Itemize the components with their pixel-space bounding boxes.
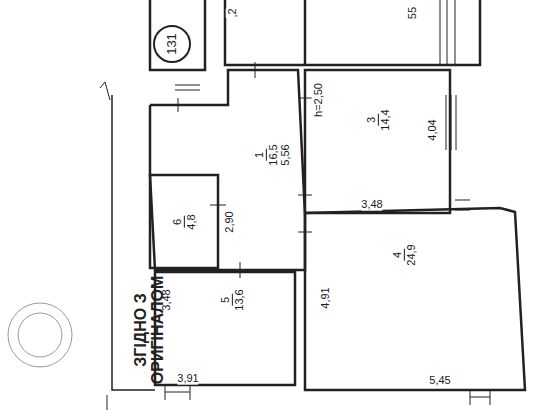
dimension-label: 3,91 (177, 372, 198, 385)
room-number: 1 (253, 149, 267, 161)
room-number: 4 (391, 249, 405, 261)
room-area-value: 24,9 (405, 241, 418, 268)
dimension-label: 2,90 (223, 211, 236, 232)
room-fraction: 64,8 (171, 211, 197, 232)
dimension-label: h=2,50 (312, 83, 325, 117)
room-area: 314,4 (307, 72, 447, 211)
room-label: 131 (165, 33, 180, 55)
room-area: 64,8 (152, 177, 216, 266)
room-label: 424,9 (391, 241, 417, 268)
room-label: 314,4 (365, 106, 391, 133)
certification-stamp-text: ЗГІДНО З ОРИГІНАЛОМ (133, 265, 167, 395)
dimension-label: 5,45 (429, 374, 450, 387)
room-label: 116,5 (253, 141, 279, 168)
room-area-value: 14,4 (379, 106, 392, 133)
room-area: 513,6 (157, 274, 293, 383)
room-label: 64,8 (171, 211, 197, 232)
dimension-label: ,2 (226, 8, 239, 17)
room-label: 513,6 (219, 286, 245, 313)
room-area-value: 16,5 (267, 141, 280, 168)
dimension-label: 3,48 (361, 198, 382, 211)
room-area: 116,5 (228, 72, 300, 267)
room-fraction: 424,9 (391, 241, 417, 268)
room-fraction: 513,6 (219, 286, 245, 313)
apartment-number: 131 (164, 33, 179, 55)
dimension-label: 4,91 (319, 287, 332, 308)
room-area: 424,9 (307, 215, 517, 388)
dimension-label: 4,04 (426, 119, 439, 140)
room-number: 5 (219, 294, 233, 306)
apartment-number-circle: 131 (153, 25, 191, 63)
dimension-label: 55 (406, 7, 419, 19)
room-area-value: 4,8 (185, 211, 198, 232)
room-area-value: 13,6 (233, 286, 246, 313)
dimension-label: 5,56 (279, 144, 292, 165)
room-number: 3 (365, 114, 379, 126)
room-number: 6 (171, 216, 185, 228)
room-fraction: 314,4 (365, 106, 391, 133)
room-fraction: 116,5 (253, 141, 279, 168)
